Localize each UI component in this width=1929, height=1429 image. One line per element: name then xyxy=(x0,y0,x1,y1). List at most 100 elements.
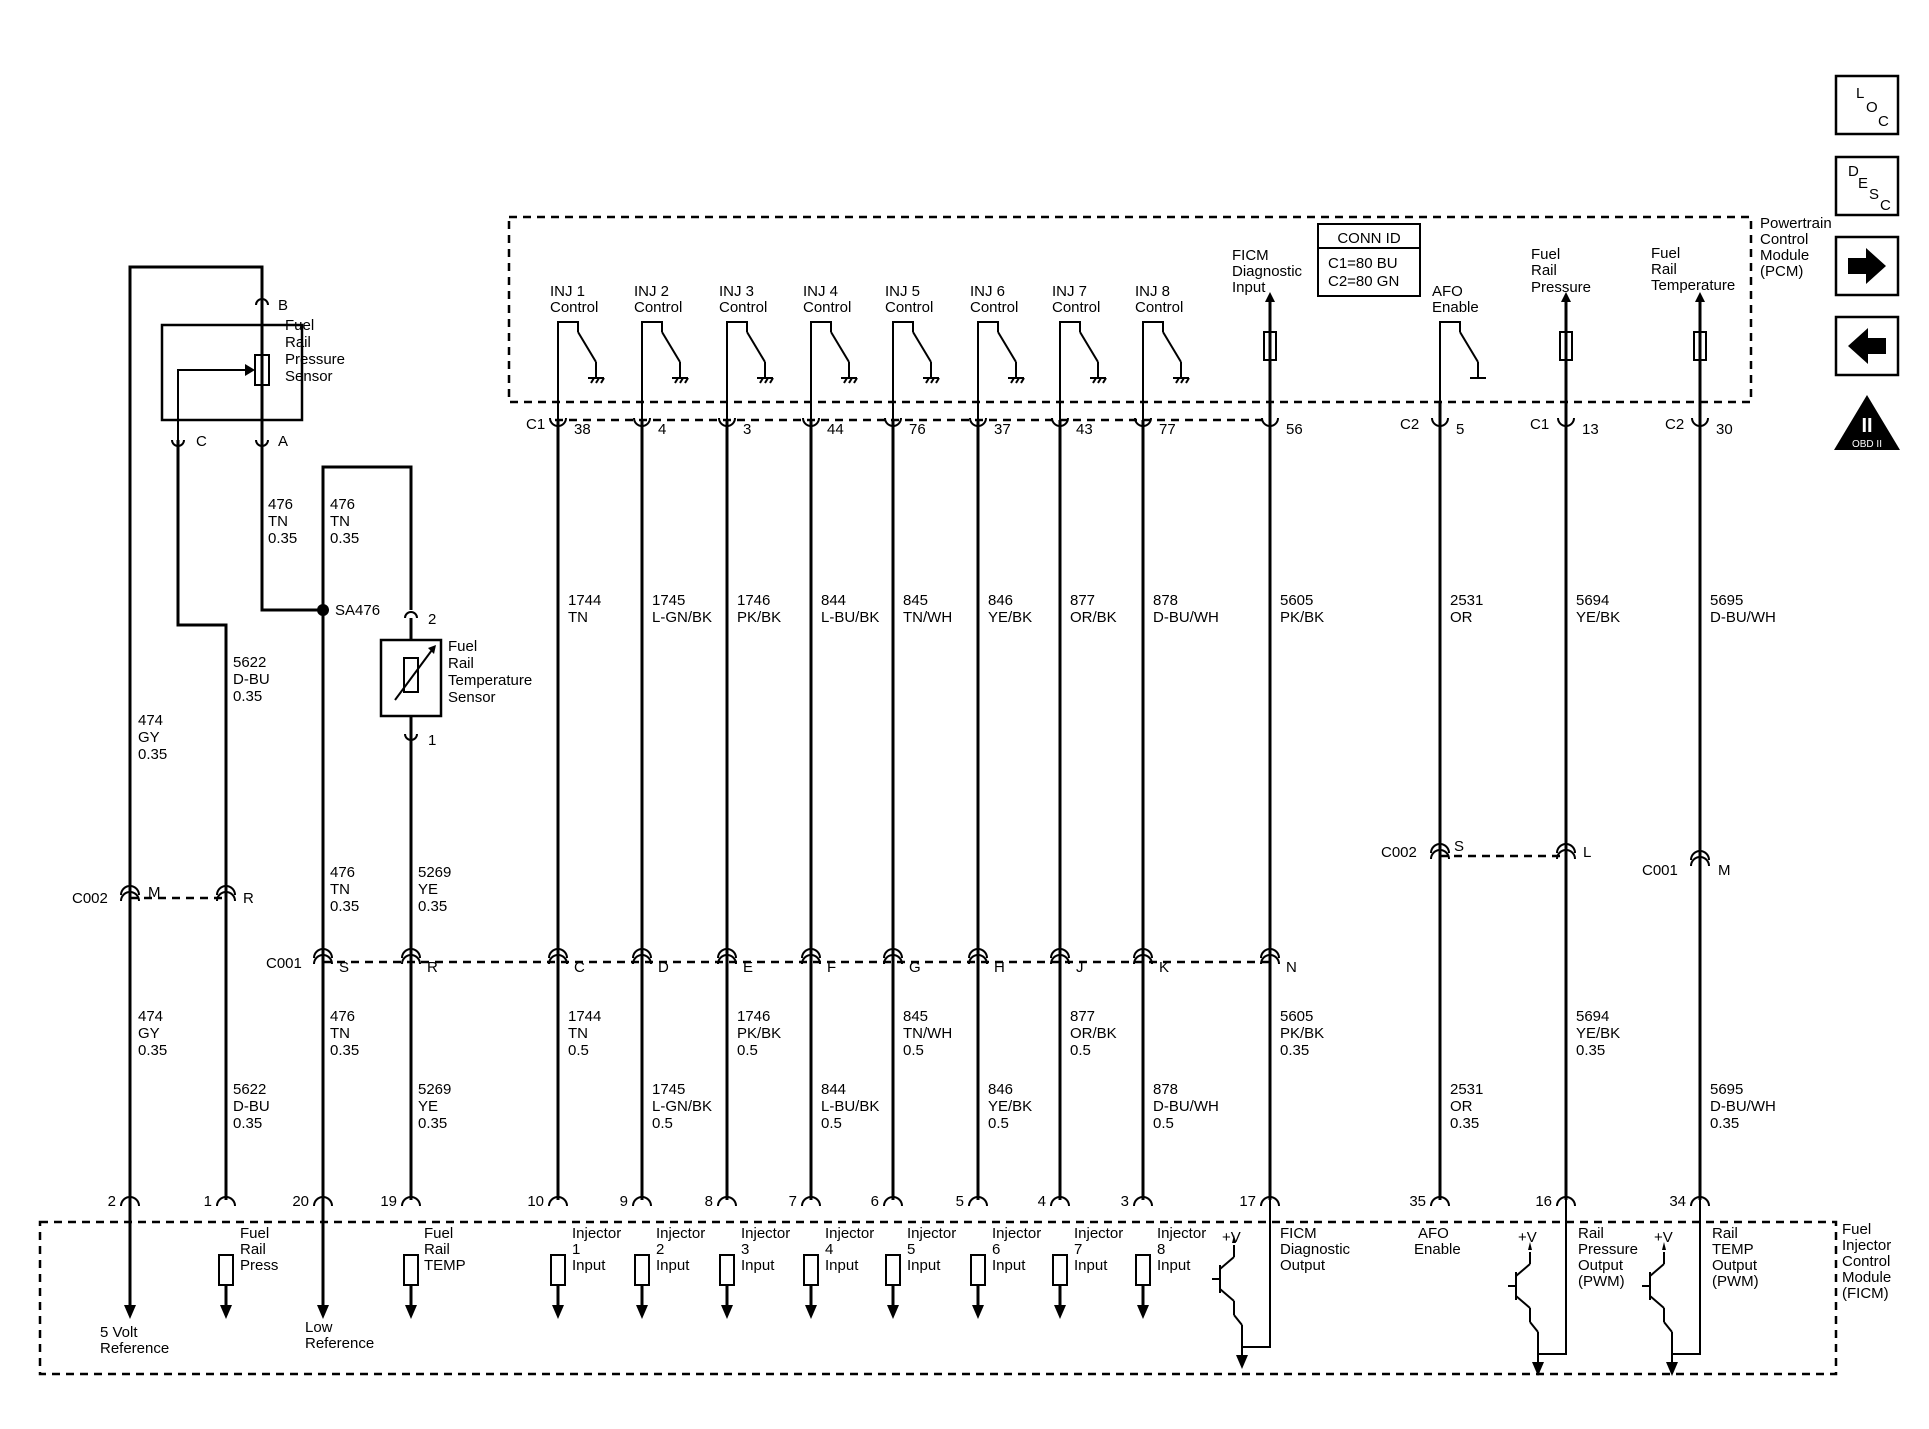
pcm-pin-number: 3 xyxy=(743,421,751,438)
svg-text:Rail: Rail xyxy=(1531,262,1557,279)
ficm-low-reference: Low Reference xyxy=(305,1319,374,1352)
ficm-pin-number: 1 xyxy=(204,1193,212,1210)
wire-label-bottom: 0.35 xyxy=(138,1042,167,1059)
injector-driver-switch xyxy=(557,321,605,420)
pcm-pin-number: 77 xyxy=(1159,421,1176,438)
injector-input-label: Injector xyxy=(1074,1225,1123,1242)
injector-input-label: Input xyxy=(656,1257,690,1274)
pcm-pin-number: 38 xyxy=(574,421,591,438)
desc-letter-d: D xyxy=(1848,163,1859,180)
wire-label-top: 877 xyxy=(1070,592,1095,609)
wire-label-bottom: GY xyxy=(138,1025,160,1042)
wire-label-top: 5605 xyxy=(1280,592,1313,609)
injector-input-label: Input xyxy=(825,1257,859,1274)
wire-label-bottom: 0.5 xyxy=(737,1042,758,1059)
wire-label-bottom: TN/WH xyxy=(903,1025,952,1042)
c002-pin-r xyxy=(216,885,236,896)
svg-text:TEMP: TEMP xyxy=(1712,1241,1754,1258)
transistor-ground-arrow xyxy=(1666,1362,1678,1376)
c001-pin-label: J xyxy=(1076,959,1084,976)
c001-pin-outer xyxy=(632,954,652,965)
pcm-c1b-label: C1 xyxy=(1530,416,1549,433)
c001-pin xyxy=(401,948,421,959)
wire-label-top: 1746 xyxy=(737,592,770,609)
input-ground-arrow xyxy=(636,1305,648,1319)
pcm-pin-number: 37 xyxy=(994,421,1011,438)
wire-label-bottom: 0.35 xyxy=(418,1115,447,1132)
c002-pin-l-outer xyxy=(1556,849,1576,860)
c002-pin-s-outer xyxy=(1430,849,1450,860)
wire-label-bottom: 1745 xyxy=(652,1081,685,1098)
wire-label-top: TN xyxy=(568,609,588,626)
c002-pin-l xyxy=(1556,843,1576,854)
ficm-pin-socket xyxy=(717,1196,737,1207)
next-page-button[interactable] xyxy=(1834,235,1900,297)
loc-button[interactable]: L O C xyxy=(1834,74,1900,136)
input-resistor xyxy=(634,1254,650,1286)
inj-control-label: Control xyxy=(634,299,682,316)
svg-text:M: M xyxy=(1718,862,1731,879)
wire-label-top: 5694 xyxy=(1576,592,1609,609)
ficm-pin-number: 4 xyxy=(1038,1193,1046,1210)
wire-label-bottom: 0.35 xyxy=(1710,1115,1739,1132)
ficm-pin-socket xyxy=(401,1196,421,1207)
injector-input-label: 5 xyxy=(907,1241,915,1258)
svg-text:Injector: Injector xyxy=(1842,1237,1891,1254)
svg-text:5 Volt: 5 Volt xyxy=(100,1324,138,1341)
injector-driver-switch xyxy=(1142,321,1190,420)
input-resistor xyxy=(1135,1254,1151,1286)
ficm-pin-number: 3 xyxy=(1121,1193,1129,1210)
obd-ii-icon xyxy=(1834,395,1900,450)
wire-label-top: D-BU/WH xyxy=(1153,609,1219,626)
wire-label-bottom: 5695 xyxy=(1710,1081,1743,1098)
svg-text:Output: Output xyxy=(1280,1257,1326,1274)
loc-letter-l: L xyxy=(1856,85,1864,102)
svg-text:Fuel: Fuel xyxy=(285,317,314,334)
c001-pin xyxy=(548,948,568,959)
svg-text:Diagnostic: Diagnostic xyxy=(1232,263,1303,280)
wire-476-sensor-a xyxy=(260,440,323,612)
injector-input-label: Input xyxy=(1074,1257,1108,1274)
desc-button[interactable]: D E S C xyxy=(1834,155,1900,217)
injector-driver-switch xyxy=(892,321,940,420)
pcm-driver-switches xyxy=(557,321,1486,420)
inj-control-label: Control xyxy=(550,299,598,316)
previous-page-button[interactable] xyxy=(1834,315,1900,377)
ficm-diagnostic-output: FICM Diagnostic Output +V xyxy=(1222,1225,1351,1274)
svg-text:Sensor: Sensor xyxy=(285,368,333,385)
wire-label-bottom: OR/BK xyxy=(1070,1025,1117,1042)
wire-label-top: 845 xyxy=(903,592,928,609)
obd-symbol: II xyxy=(1861,415,1872,437)
svg-text:Rail: Rail xyxy=(448,655,474,672)
c002-left-connector: C002 M R xyxy=(72,884,254,907)
svg-text:R: R xyxy=(243,890,254,907)
svg-text:Control: Control xyxy=(1760,231,1808,248)
ficm-pin-socket xyxy=(883,1196,903,1207)
injector-input-label: 2 xyxy=(656,1241,664,1258)
ficm-pin-number: 9 xyxy=(620,1193,628,1210)
svg-text:Fuel: Fuel xyxy=(1842,1221,1871,1238)
c001-pin-label: K xyxy=(1159,959,1169,976)
ficm-pin-socket xyxy=(801,1196,821,1207)
inj-control-label: INJ 4 xyxy=(803,283,838,300)
c001-pin xyxy=(1050,948,1070,959)
c001-pin xyxy=(883,948,903,959)
wire-labels: 476TN0.35476TN0.355622D-BU0.35474GY0.351… xyxy=(138,496,1776,1132)
wire-label-top: OR/BK xyxy=(1070,609,1117,626)
ficm-pin-number: 17 xyxy=(1239,1193,1256,1210)
wire-label-top: D-BU/WH xyxy=(1710,609,1776,626)
wire-label-5622-top: 0.35 xyxy=(233,688,262,705)
wire-label-top: OR xyxy=(1450,609,1473,626)
injector-driver-switch xyxy=(726,321,774,420)
wire-label-bottom: 5269 xyxy=(418,1081,451,1098)
c002-right-connector: C002 S L xyxy=(1381,838,1591,861)
afo-driver-switch xyxy=(1439,321,1486,420)
wire-label-bottom: 0.35 xyxy=(330,1042,359,1059)
obd-ii-button[interactable]: II OBD II xyxy=(1834,395,1900,450)
desc-letter-e: E xyxy=(1858,175,1868,192)
c001-pin-outer xyxy=(548,954,568,965)
desc-letter-s: S xyxy=(1869,186,1879,203)
svg-text:C2=80 GN: C2=80 GN xyxy=(1328,273,1399,290)
c001-pin-label: D xyxy=(658,959,669,976)
